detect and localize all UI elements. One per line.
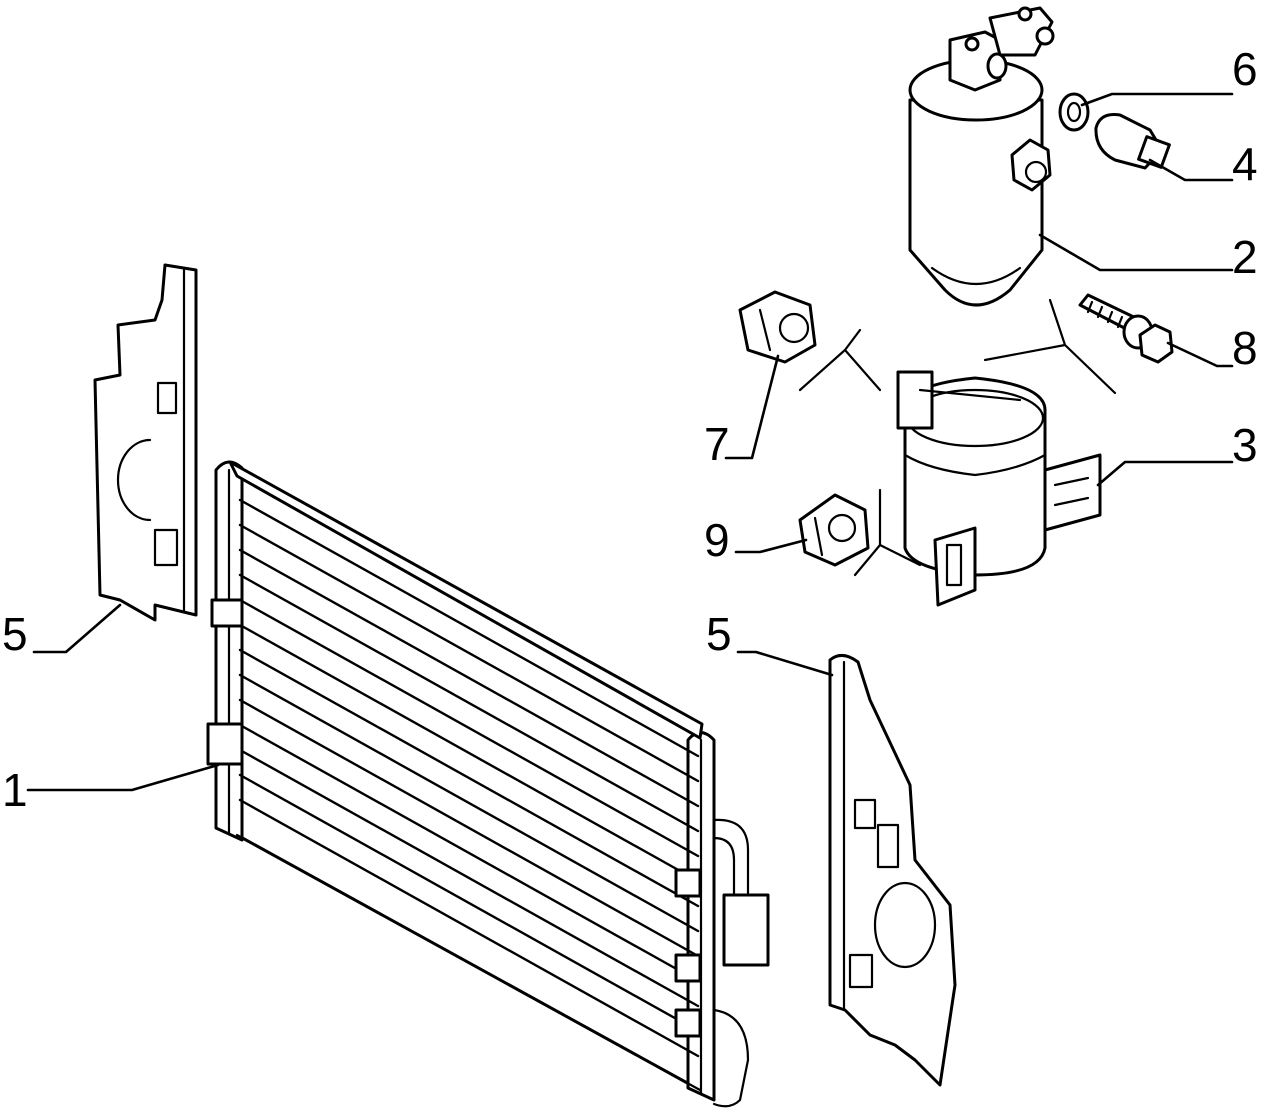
nut-7-body [738, 290, 817, 364]
bracket-tab-right [1043, 453, 1102, 532]
condenser-top-rail [228, 460, 704, 740]
condenser-connector [722, 893, 770, 967]
leader-4 [1148, 158, 1234, 182]
condenser [206, 460, 770, 1108]
leader-3 [1096, 460, 1234, 487]
leader-2 [1038, 233, 1234, 272]
leader-9 [734, 538, 808, 554]
callout-8: 8 [1232, 322, 1258, 374]
condenser-core [235, 473, 702, 1092]
right-deflector-hole [873, 881, 937, 969]
leader-8 [1166, 341, 1234, 368]
o-ring-seal [1058, 92, 1090, 132]
left-air-deflector [93, 263, 198, 622]
leader-5-left [32, 603, 122, 654]
callout-2: 2 [1232, 231, 1258, 283]
right-deflector-panel [828, 654, 957, 1087]
condenser-fins [238, 498, 700, 1058]
pressure-switch [1094, 113, 1171, 170]
callout-5-right: 5 [706, 608, 732, 660]
callout-7: 7 [704, 418, 730, 470]
nut-9-body [798, 493, 870, 567]
callout-5-left: 5 [2, 608, 28, 660]
leader-1 [26, 763, 220, 792]
flange-nut-large [738, 290, 817, 364]
leader-6 [1080, 92, 1234, 107]
leader-7 [724, 354, 780, 460]
receiver-drier-head [948, 30, 1002, 92]
condenser-outlet-pipe [712, 818, 750, 902]
bracket-tab-bottom [933, 526, 977, 607]
callout-6: 6 [1232, 43, 1258, 95]
bolt-8-head [1138, 323, 1174, 364]
flange-bolt [1078, 293, 1174, 364]
condenser-bracket-bottom [206, 722, 244, 766]
condenser-bracket-top [210, 598, 244, 628]
receiver-drier [908, 6, 1055, 307]
left-deflector-panel [93, 263, 198, 622]
leader-5-right [736, 650, 834, 677]
callout-3: 3 [1232, 419, 1258, 471]
callout-1: 1 [2, 764, 28, 816]
bracket-tab-top [896, 370, 934, 430]
flange-nut-small [798, 493, 870, 567]
callout-4: 4 [1232, 138, 1258, 190]
callout-9: 9 [704, 514, 730, 566]
receiver-drier-fitting [1010, 138, 1052, 192]
right-air-deflector [828, 654, 957, 1087]
receiver-drier-body [908, 98, 1044, 307]
drier-mounting-bracket [798, 298, 1117, 607]
left-deflector-hole [116, 438, 152, 522]
